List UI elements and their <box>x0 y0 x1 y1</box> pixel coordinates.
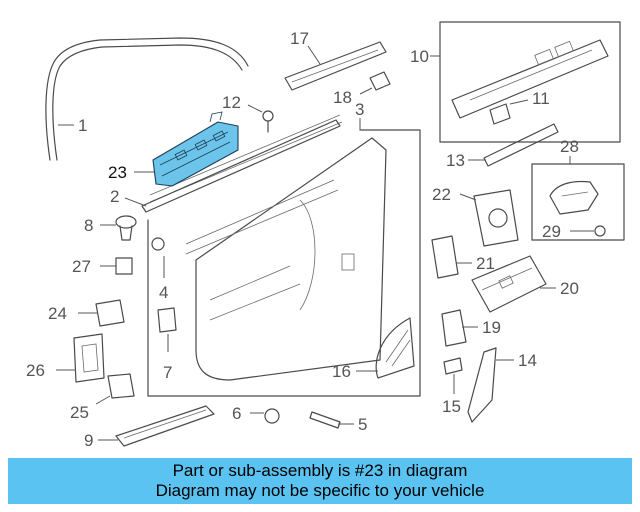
banner-line-2: Diagram may not be specific to your vehi… <box>155 481 485 500</box>
part-15-clip <box>443 357 463 394</box>
part-20-window-switch <box>471 255 556 313</box>
callout-1: 1 <box>78 116 87 135</box>
callout-23: 23 <box>108 163 127 182</box>
callout-26: 26 <box>26 361 45 380</box>
part-14-trim-strip <box>467 347 514 423</box>
callout-25: 25 <box>70 403 89 422</box>
part-7-clip <box>157 307 177 352</box>
info-banner: Part or sub-assembly is #23 in diagram D… <box>8 458 632 504</box>
banner-line-1: Part or sub-assembly is #23 in diagram <box>172 461 468 480</box>
part-2-belt-molding <box>124 119 341 213</box>
part-1-weatherstrip <box>45 37 249 161</box>
callout-20: 20 <box>560 279 579 298</box>
part-29-clip <box>570 225 606 237</box>
part-16-speaker-grille <box>356 317 415 379</box>
callout-9: 9 <box>84 431 93 450</box>
part-4-clip <box>151 237 165 278</box>
part-24-switch <box>78 299 125 327</box>
callout-15: 15 <box>442 397 461 416</box>
callout-10: 10 <box>410 47 429 66</box>
part-21-switch <box>431 235 472 279</box>
part-18-clip <box>359 71 391 95</box>
callout-16: 16 <box>332 362 351 381</box>
callout-12: 12 <box>222 93 241 112</box>
callout-4: 4 <box>159 283 168 302</box>
part-28-handle-box <box>531 156 625 241</box>
part-26-handle-bezel <box>56 333 105 383</box>
callout-11: 11 <box>532 89 550 108</box>
callout-21: 21 <box>476 254 495 273</box>
part-23-switch-assembly <box>134 111 239 187</box>
callout-3: 3 <box>355 100 364 119</box>
part-13-strip <box>468 123 559 167</box>
callout-5: 5 <box>358 415 367 434</box>
callout-13: 13 <box>446 151 465 170</box>
part-10-switch-panel <box>430 21 621 143</box>
callout-8: 8 <box>84 216 93 235</box>
callout-18: 18 <box>333 88 352 107</box>
part-25-switch <box>95 373 135 405</box>
part-27-fastener <box>100 257 133 275</box>
part-17-upper-trim <box>284 41 387 91</box>
callout-7: 7 <box>163 363 172 382</box>
callout-27: 27 <box>72 257 91 276</box>
callout-19: 19 <box>482 318 501 337</box>
part-8-fastener <box>100 215 137 241</box>
part-11-clip <box>489 99 529 125</box>
part-22-mirror-switch <box>459 189 519 247</box>
part-9-sill-plate <box>98 405 215 447</box>
callout-29: 29 <box>542 222 561 241</box>
part-5-bolt <box>309 411 354 429</box>
parts-diagram: 1 17 18 10 11 12 <box>26 21 625 450</box>
callout-14: 14 <box>518 351 537 370</box>
callout-22: 22 <box>432 185 451 204</box>
part-12-screw <box>247 104 274 133</box>
part-6-screw <box>250 408 280 424</box>
callout-6: 6 <box>232 404 241 423</box>
callout-17: 17 <box>290 29 309 48</box>
callout-24: 24 <box>48 304 67 323</box>
callout-28: 28 <box>560 137 579 156</box>
part-19-switch <box>441 309 478 347</box>
callout-2: 2 <box>110 187 119 206</box>
